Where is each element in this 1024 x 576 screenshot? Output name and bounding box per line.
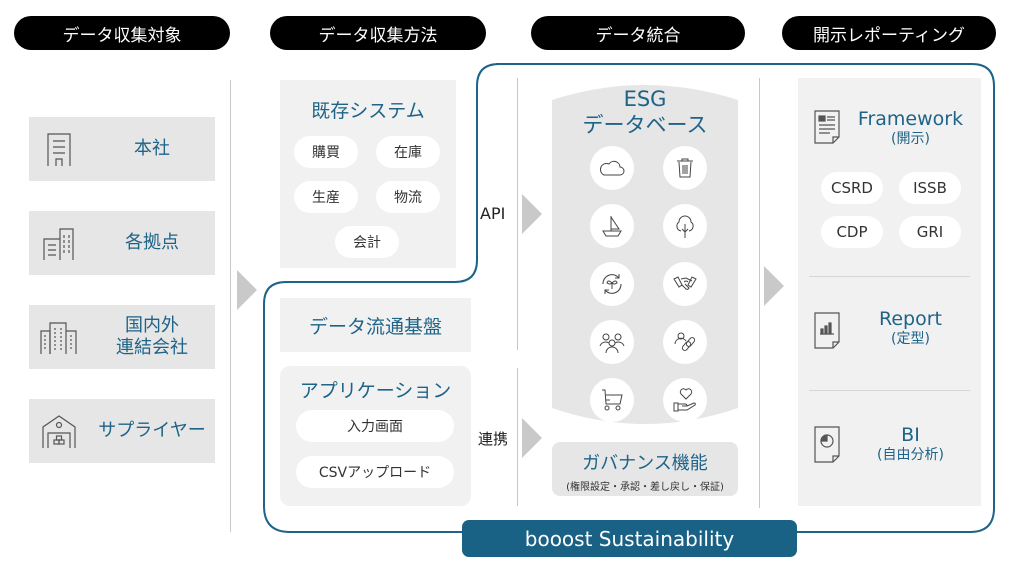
chip-label: 在庫 [394,145,422,161]
framework-chip: ISSB [899,172,961,204]
input-screen-chip: 入力画面 [296,410,454,442]
link-label: 連携 [478,430,509,448]
reporting-panel: Framework (開示) CSRD ISSB CDP GRI Report … [798,78,981,506]
framework-chip: GRI [899,216,961,248]
existing-systems-title: 既存システム [311,100,425,122]
source-branches: 各拠点 [29,211,215,275]
bi-title: BI [901,424,920,446]
label-line: 連結会社 [116,337,188,358]
framework-chip: CSRD [821,172,883,204]
framework-chip: CDP [821,216,883,248]
chip-label: 入力画面 [347,419,403,435]
link-arrow [522,418,542,458]
data-platform-panel: データ流通基盤 [280,298,471,352]
flow-arrow [237,270,257,310]
label-line: 国内外 [125,315,179,336]
shopping-cart-icon [590,378,634,422]
system-chip: 在庫 [376,136,440,168]
source-headquarters: 本社 [29,117,215,181]
header-collection-targets: データ収集対象 [14,16,230,50]
source-suppliers: サプライヤー [29,399,215,463]
esg-database-title: ESG データベース [552,86,738,138]
report-title: Report [879,308,942,330]
existing-systems-panel: 既存システム 購買 在庫 生産 物流 会計 [280,80,456,268]
application-title: アプリケーション [299,380,452,402]
chip-label: 生産 [312,190,340,206]
header-label: データ統合 [595,25,681,46]
group-buildings-icon [29,319,89,355]
chip-label: CSRD [831,179,873,197]
divider [230,80,231,532]
cloud-icon [590,146,634,190]
bi-heading: BI (自由分析) [848,424,973,464]
tree-icon [663,204,707,248]
report-subtitle: (定型) [891,331,930,347]
header-label: データ収集対象 [62,25,182,46]
section-divider [809,390,970,391]
governance-subtitle: (権限設定・承認・差し戻し・保証) [566,482,724,493]
framework-heading: Framework (開示) [848,108,973,148]
system-chip: 購買 [294,136,358,168]
api-label: API [480,204,506,223]
product-badge: booost Sustainability [462,520,797,557]
header-label: 開示レポーティング [813,25,965,46]
header-data-integration: データ統合 [531,16,745,50]
hand-heart-icon [663,378,707,422]
bi-subtitle: (自由分析) [877,447,944,463]
handshake-icon [663,262,707,306]
divider [759,78,760,508]
api-arrow [522,194,542,234]
chip-label: CDP [836,223,868,241]
governance-panel: ガバナンス機能 (権限設定・承認・差し戻し・保証) [552,442,738,496]
chip-label: 購買 [312,145,340,161]
header-disclosure-reporting: 開示レポーティング [782,16,996,50]
chip-label: ISSB [913,179,947,197]
sailboat-icon [590,204,634,248]
section-divider [809,276,970,277]
chip-label: GRI [916,223,944,241]
header-label: データ収集方法 [318,25,438,46]
warehouse-icon [29,413,89,449]
system-chip: 会計 [335,226,399,258]
chip-label: CSVアップロード [318,465,432,481]
framework-subtitle: (開示) [891,131,930,147]
framework-doc-icon [814,110,840,148]
report-heading: Report (定型) [848,308,973,348]
header-collection-methods: データ収集方法 [270,16,486,50]
report-chart-doc-icon [814,312,840,354]
office-building-icon [29,131,89,167]
trash-icon [663,146,707,190]
source-label: サプライヤー [98,420,206,441]
data-platform-title: データ流通基盤 [308,315,442,338]
chip-label: 会計 [353,235,381,251]
recycle-sprout-icon [590,262,634,306]
source-label: 本社 [134,138,170,159]
csv-upload-chip: CSVアップロード [296,456,454,488]
source-consolidated-companies: 国内外連結会社 [29,305,215,369]
branch-buildings-icon [29,225,89,261]
people-group-icon [590,320,634,364]
person-link-icon [663,320,707,364]
product-label: booost Sustainability [524,526,735,551]
divider [517,368,518,506]
bi-pie-doc-icon [814,426,840,468]
title-line: ESG [623,87,667,111]
framework-title: Framework [857,108,964,130]
governance-title: ガバナンス機能 [582,453,708,474]
chip-label: 物流 [394,190,422,206]
system-chip: 物流 [376,181,440,213]
application-panel: アプリケーション 入力画面 CSVアップロード [280,366,471,506]
flow-arrow [764,266,784,306]
source-label: 各拠点 [125,232,179,253]
title-line: データベース [582,113,708,137]
system-chip: 生産 [294,181,358,213]
divider [517,78,518,350]
source-label: 国内外連結会社 [89,315,215,359]
